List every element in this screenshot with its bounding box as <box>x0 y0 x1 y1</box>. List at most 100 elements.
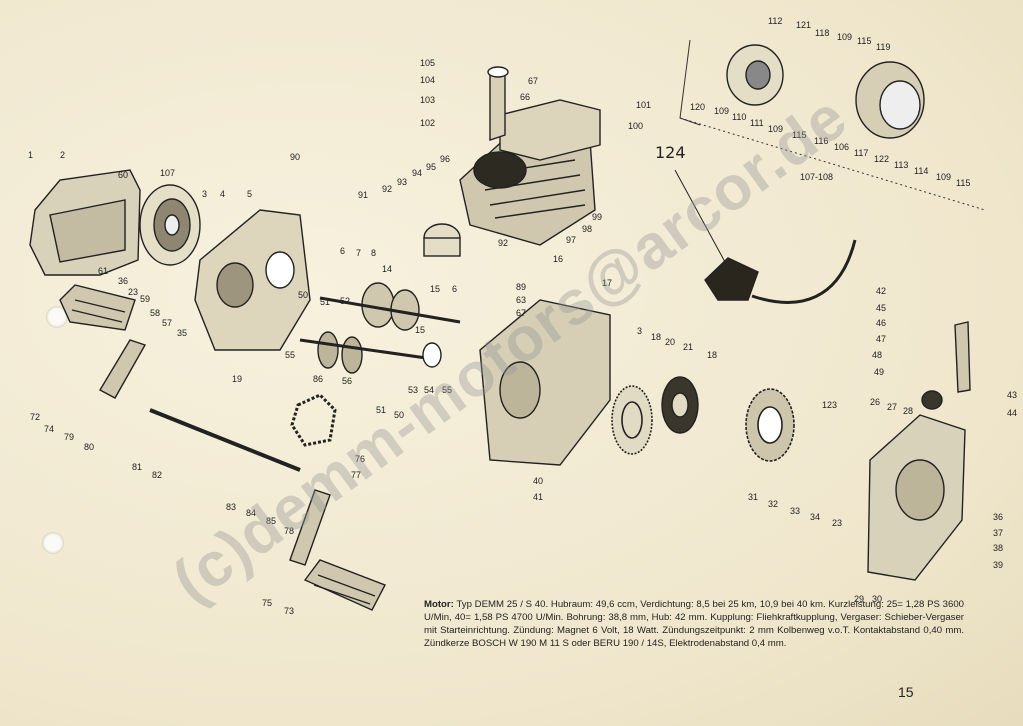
part-number-label: 39 <box>993 560 1003 570</box>
part-number-label: 26 <box>870 397 880 407</box>
ignition-group-bracket <box>679 117 986 211</box>
part-number-label: 6 <box>340 246 345 256</box>
part-number-label: 106 <box>834 142 849 152</box>
part-number-label: 3 <box>202 189 207 199</box>
page-number: 15 <box>898 684 914 700</box>
part-number-label: 8 <box>371 248 376 258</box>
punch-hole-top <box>46 306 68 328</box>
part-number-label: 86 <box>313 374 323 384</box>
part-number-label: 93 <box>397 177 407 187</box>
part-number-label: 37 <box>993 528 1003 538</box>
part-number-label: 4 <box>220 189 225 199</box>
stator-plate <box>726 44 784 106</box>
part-number-label: 95 <box>426 162 436 172</box>
part-number-label: 67 <box>516 308 526 318</box>
part-number-label: 46 <box>876 318 886 328</box>
part-number-label: 75 <box>262 598 272 608</box>
part-number-label: 6 <box>452 284 457 294</box>
crankshaft <box>319 282 461 331</box>
part-number-label: 50 <box>394 410 404 420</box>
part-number-label: 15 <box>415 325 425 335</box>
part-number-label: 94 <box>412 168 422 178</box>
part-number-label: 33 <box>790 506 800 516</box>
part-number-label: 16 <box>553 254 563 264</box>
caption-heading: Motor: <box>424 599 454 610</box>
range-label: 107-108 <box>800 172 834 182</box>
part-number-label: 23 <box>128 287 138 297</box>
magneto-stator <box>139 184 201 266</box>
part-number-label: 120 <box>690 102 705 112</box>
part-number-label: 43 <box>1007 390 1017 400</box>
cylinder-head <box>499 99 601 161</box>
pedal-right <box>289 489 386 611</box>
part-number-label: 1 <box>28 150 33 160</box>
part-number-label: 117 <box>854 148 868 158</box>
part-number-label: 28 <box>903 406 913 416</box>
part-number-label: 30 <box>872 594 882 604</box>
clutch-gear <box>611 385 653 455</box>
part-number-label: 52 <box>340 296 350 306</box>
part-number-label: 36 <box>993 512 1003 522</box>
part-number-label: 49 <box>874 367 884 377</box>
part-number-label: 115 <box>792 130 806 140</box>
part-number-label: 115 <box>956 178 970 188</box>
part-number-label: 119 <box>876 42 890 52</box>
part-number-label: 118 <box>815 28 829 38</box>
part-number-label: 92 <box>382 184 392 194</box>
clutch-drum <box>745 388 795 462</box>
part-number-label: 103 <box>420 95 435 105</box>
part-number-label: 66 <box>520 92 530 102</box>
part-number-label: 67 <box>528 76 538 86</box>
part-number-label: 80 <box>84 442 94 452</box>
part-number-label: 57 <box>162 318 172 328</box>
part-number-label: 78 <box>284 526 294 536</box>
part-number-label: 91 <box>358 190 368 200</box>
part-number-label: 122 <box>874 154 889 164</box>
part-number-label: 61 <box>98 266 108 276</box>
part-number-label: 56 <box>342 376 352 386</box>
handwritten-note: 124 <box>655 143 686 162</box>
part-number-label: 112 <box>768 16 782 26</box>
part-number-label: 98 <box>582 224 592 234</box>
part-number-label: 74 <box>44 424 54 434</box>
part-number-label: 92 <box>498 238 508 248</box>
part-number-label: 35 <box>177 328 187 338</box>
part-number-label: 90 <box>290 152 300 162</box>
part-number-label: 21 <box>683 342 693 352</box>
engine-spec-caption: Motor: Typ DEMM 25 / S 40. Hubraum: 49,6… <box>424 598 964 650</box>
part-number-label: 63 <box>516 295 526 305</box>
caption-body: Verdichtung: 8,5 bei 25 km, 10,9 bei 40 … <box>424 599 965 649</box>
crankcase-left <box>194 209 311 351</box>
part-number-label: 72 <box>30 412 40 422</box>
part-number-label: 76 <box>355 454 365 464</box>
part-number-label: 27 <box>887 402 897 412</box>
part-number-label: 121 <box>796 20 811 30</box>
ignition-coil <box>674 169 857 304</box>
part-number-label: 55 <box>442 385 452 395</box>
part-number-label: 51 <box>320 297 330 307</box>
part-number-label: 55 <box>285 350 295 360</box>
part-number-label: 53 <box>408 385 418 395</box>
pedal-left <box>59 284 147 399</box>
part-number-label: 79 <box>64 432 74 442</box>
piston <box>423 223 461 257</box>
part-number-label: 48 <box>872 350 882 360</box>
part-number-label: 32 <box>768 499 778 509</box>
part-number-label: 99 <box>592 212 602 222</box>
part-number-label: 42 <box>876 286 886 296</box>
part-number-label: 107 <box>160 168 175 178</box>
part-number-label: 58 <box>150 308 160 318</box>
part-number-label: 44 <box>1007 408 1017 418</box>
part-number-label: 20 <box>665 337 675 347</box>
part-number-label: 109 <box>768 124 783 134</box>
part-number-label: 18 <box>707 350 717 360</box>
part-number-label: 84 <box>246 508 256 518</box>
part-number-label: 34 <box>810 512 820 522</box>
part-number-label: 83 <box>226 502 236 512</box>
part-number-label: 82 <box>152 470 162 480</box>
part-number-label: 38 <box>993 543 1003 553</box>
part-number-label: 96 <box>440 154 450 164</box>
part-number-label: 111 <box>750 118 764 128</box>
